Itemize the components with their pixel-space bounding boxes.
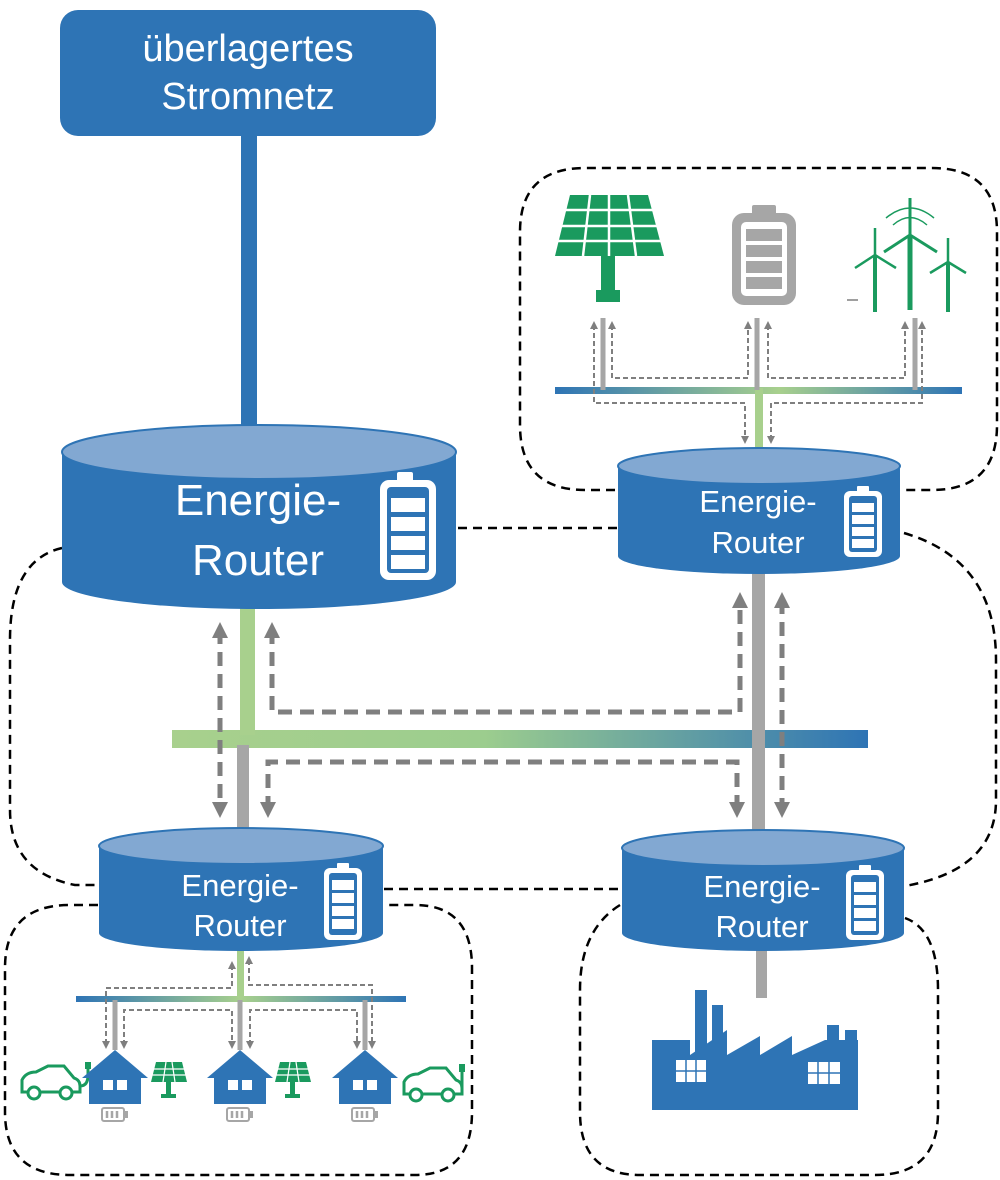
industry-router-label-line1: Energie-: [703, 869, 820, 904]
house-icon: [332, 1050, 398, 1104]
homes-energy-router: Energie- Router: [98, 827, 384, 951]
homes-router-down-connector: [237, 950, 244, 998]
small-battery-icon: [226, 1107, 253, 1122]
generation-cluster-boundary: [518, 166, 999, 492]
main-router-label-line1: Energie-: [175, 476, 341, 525]
homes-router-bus-connector: [237, 745, 249, 833]
wind-turbine-icon: [847, 198, 967, 312]
homes-flow-lines: [112, 1000, 368, 1050]
industry-connector: [756, 940, 767, 998]
flow-arrow-homes-to-industry: [259, 759, 746, 819]
middle-cluster-boundary-left: [8, 546, 98, 887]
solar-panel-icon: [151, 1061, 187, 1098]
homes-bus-bar: [76, 996, 406, 1002]
grid-label-line2: Stromnetz: [161, 76, 335, 118]
electric-car-icon: [402, 1064, 465, 1103]
battery-icon: [380, 472, 436, 580]
main-energy-router: Energie- Router: [61, 424, 457, 609]
battery-icon: [846, 865, 884, 940]
small-battery-icon: [101, 1107, 128, 1122]
grid-label-line1: überlagertes: [142, 28, 354, 70]
gen-router-label-line1: Energie-: [699, 484, 816, 519]
storage-battery-icon: [732, 205, 796, 305]
middle-cluster-boundary-right: [903, 531, 998, 888]
battery-icon: [844, 486, 882, 557]
house-icon: [207, 1050, 273, 1104]
industry-cluster-boundary: [578, 903, 940, 1177]
solar-panel-icon: [555, 194, 664, 302]
homes-router-label-line1: Energie-: [181, 868, 298, 903]
industry-router-label-line2: Router: [715, 909, 808, 944]
small-battery-icon: [351, 1107, 378, 1122]
gen-router-up-connector: [755, 388, 763, 454]
main-router-label-line2: Router: [192, 536, 324, 585]
main-router-bus-connector: [240, 600, 255, 735]
generation-flow-arrows: [590, 321, 926, 444]
electric-car-icon: [20, 1062, 91, 1101]
homes-cluster-boundary: [3, 903, 474, 1177]
house-icon: [82, 1050, 148, 1104]
gen-router-bus-connector: [752, 568, 765, 836]
grid-connection-line: [241, 136, 257, 442]
generation-energy-router: Energie- Router: [617, 447, 901, 574]
factory-icon: [652, 990, 858, 1110]
homes-flow-arrows: [102, 956, 376, 1049]
flow-arrow-main-to-gen: [263, 591, 749, 715]
generation-flow-lines: [600, 318, 918, 390]
industry-energy-router: Energie- Router: [621, 829, 905, 951]
homes-router-label-line2: Router: [193, 908, 286, 943]
battery-icon: [324, 863, 362, 940]
gen-router-label-line2: Router: [711, 525, 804, 560]
superordinate-grid-box: überlagertes Stromnetz: [60, 10, 436, 136]
main-bus-bar: [172, 730, 868, 748]
solar-panel-icon: [275, 1061, 311, 1098]
main-flow-arrows: [211, 591, 791, 819]
cluster-boundaries: [3, 166, 999, 1177]
